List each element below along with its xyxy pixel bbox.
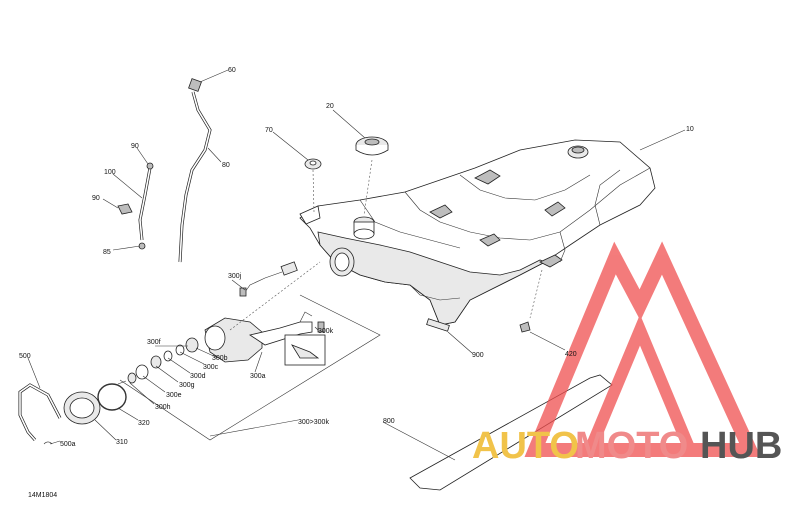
callout-10: 10 (686, 126, 694, 133)
watermark-logo (524, 241, 761, 457)
grommet-part (304, 158, 322, 170)
callout-300h: 300h (155, 404, 171, 411)
vent-hose-part (178, 78, 212, 263)
watermark-hub: HUB (700, 425, 782, 467)
watermark-text: AUTO MOTO HUB (472, 425, 782, 467)
callout-300g: 300g (179, 382, 195, 389)
assembly-lines (229, 159, 543, 331)
pump-detail-inset (284, 334, 326, 366)
watermark-auto: AUTO (472, 425, 579, 467)
callout-500: 500 (19, 353, 31, 360)
watermark-moto: MOTO (575, 425, 688, 467)
fuel-tank-part (299, 139, 656, 326)
callout-300j: 300j (228, 273, 242, 280)
callout-90-top: 90 (131, 143, 139, 150)
figure-id: 14M1804 (28, 492, 57, 499)
callout-300-range: 300>300k (298, 419, 329, 426)
return-hose-part (18, 383, 62, 445)
callout-90-bottom: 90 (92, 195, 100, 202)
callout-420: 420 (565, 351, 577, 358)
callout-300e: 300e (166, 392, 182, 399)
gasket-part (97, 383, 127, 411)
callout-800: 800 (383, 418, 395, 425)
callout-20: 20 (326, 103, 334, 110)
callout-320: 320 (138, 420, 150, 427)
callout-900: 900 (472, 352, 484, 359)
fuel-cap-part (355, 136, 389, 156)
nut-part (519, 321, 531, 333)
callout-300d: 300d (190, 373, 206, 380)
callout-70: 70 (265, 127, 273, 134)
callout-300f: 300f (147, 339, 161, 346)
sensor-connector-part (239, 261, 298, 297)
callout-300k: 300k (318, 328, 334, 335)
callout-labels: 60 20 70 10 90 80 100 90 85 300j 300k 30… (19, 67, 694, 499)
callout-300c: 300c (203, 364, 219, 371)
callout-85: 85 (103, 249, 111, 256)
drain-hose-part (117, 162, 154, 250)
lock-ring-part (63, 391, 101, 425)
callout-300b: 300b (212, 355, 228, 362)
fuel-pump-assembly-part (117, 311, 325, 385)
callout-300a: 300a (250, 373, 266, 380)
callout-500a: 500a (60, 441, 76, 448)
callout-100: 100 (104, 169, 116, 176)
callout-60: 60 (228, 67, 236, 74)
pad-part (426, 318, 450, 332)
pump-kit-bracket (119, 294, 381, 441)
leader-lines (27, 69, 686, 461)
callout-310: 310 (116, 439, 128, 446)
callout-80: 80 (222, 162, 230, 169)
